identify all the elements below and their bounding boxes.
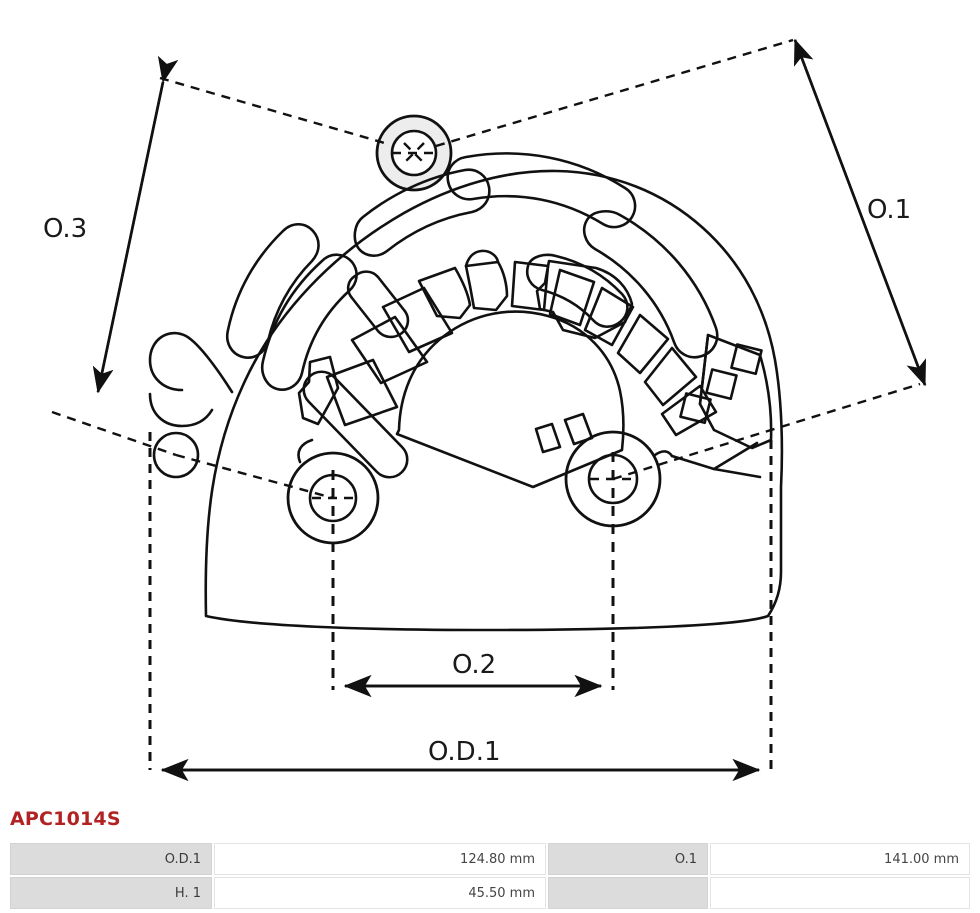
table-row: O.D.1 124.80 mm O.1 141.00 mm xyxy=(10,843,970,875)
dashed-extension-lines xyxy=(51,38,921,500)
dimension-label-o2: O.2 xyxy=(452,650,496,680)
dimension-line-o3-b xyxy=(92,81,165,394)
specifications-table-body: O.D.1 124.80 mm O.1 141.00 mm H. 1 45.50… xyxy=(10,843,970,909)
dimension-annotations: O.3 O.1 O.2 O.D.1 xyxy=(43,38,927,782)
spec-value-h1: 45.50 mm xyxy=(214,877,546,909)
centerline-vertical xyxy=(331,452,615,690)
dimension-label-o1: O.1 xyxy=(867,195,911,225)
cover-body-outline xyxy=(148,114,784,632)
specifications-table: O.D.1 124.80 mm O.1 141.00 mm H. 1 45.50… xyxy=(8,841,972,911)
spec-key-empty xyxy=(548,877,708,909)
dimension-line-o1-b xyxy=(793,38,927,386)
spec-key-o1: O.1 xyxy=(548,843,708,875)
spec-value-o1: 141.00 mm xyxy=(710,843,970,875)
technical-drawing-canvas: O.3 O.1 O.2 O.D.1 xyxy=(43,38,927,782)
spec-key-h1: H. 1 xyxy=(10,877,212,909)
extension-vertical-od1 xyxy=(148,432,773,770)
spec-value-od1: 124.80 mm xyxy=(214,843,546,875)
table-row: H. 1 45.50 mm xyxy=(10,877,970,909)
dimension-label-o3: O.3 xyxy=(43,214,87,244)
spec-key-od1: O.D.1 xyxy=(10,843,212,875)
part-number: APC1014S xyxy=(10,808,121,830)
cover-drawing-svg: O.3 O.1 O.2 O.D.1 xyxy=(43,38,927,782)
specifications-table-wrapper: O.D.1 124.80 mm O.1 141.00 mm H. 1 45.50… xyxy=(8,841,972,911)
spec-value-empty xyxy=(710,877,970,909)
dimension-label-od1: O.D.1 xyxy=(428,737,501,767)
